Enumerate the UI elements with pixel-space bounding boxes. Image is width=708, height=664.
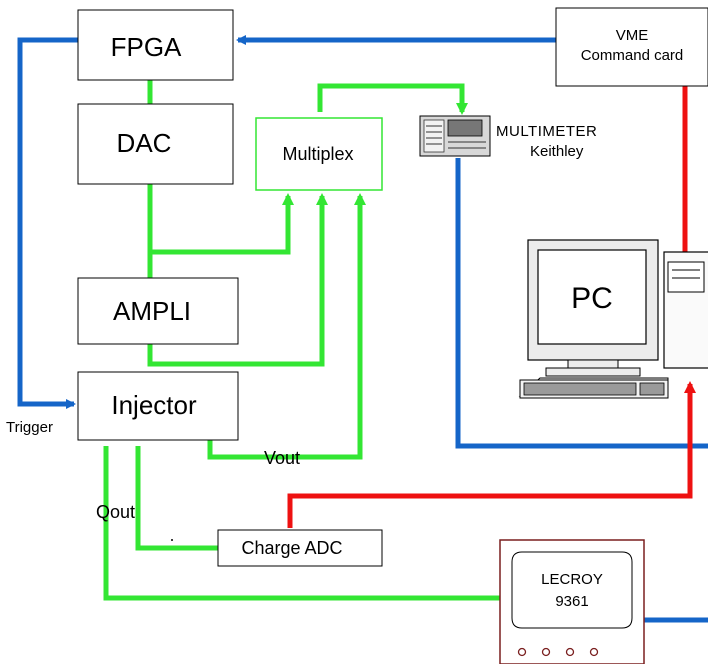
dac-block: DAC — [77, 103, 234, 185]
wire-ampli-to-multiplex — [147, 193, 328, 367]
lecroy-model-label: 9361 — [555, 593, 588, 610]
fpga-label: FPGA — [111, 32, 182, 62]
charge-adc-block: Charge ADC — [217, 529, 383, 567]
knob-icon — [565, 647, 575, 657]
wire-qout-to-adc — [135, 446, 218, 551]
lecroy-label: LECROY — [541, 571, 603, 588]
qout-label: Qout — [96, 502, 135, 522]
knob-icon — [517, 647, 527, 657]
keithley-label: Keithley — [530, 143, 584, 160]
stray-dot — [171, 539, 173, 541]
trigger-label: Trigger — [6, 419, 53, 436]
lecroy-oscilloscope — [499, 539, 645, 664]
injector-block: Injector — [77, 371, 239, 441]
knob-icon — [541, 647, 551, 657]
charge-adc-label: Charge ADC — [241, 538, 342, 558]
multimeter-label: MULTIMETER — [496, 123, 597, 140]
vme-command-card-block: VME Command card — [555, 7, 708, 87]
injector-label: Injector — [111, 390, 197, 420]
wire-multimeter-to-pc — [455, 158, 708, 449]
wire-adc-to-pc — [287, 381, 696, 528]
pc-computer — [518, 239, 708, 399]
wire-trigger — [17, 37, 78, 409]
dac-label: DAC — [117, 128, 172, 158]
wire-dac-to-multiplex — [150, 193, 294, 255]
multiplex-label: Multiplex — [282, 144, 353, 164]
multiplex-block: Multiplex — [255, 117, 383, 191]
vme-label: VME — [616, 27, 649, 44]
wire-injector-to-lecroy — [103, 446, 500, 601]
vout-label: Vout — [264, 448, 300, 468]
wire-vout-to-multiplex — [207, 193, 366, 460]
pc-label: PC — [571, 282, 613, 315]
multimeter-device — [419, 115, 491, 157]
ampli-block: AMPLI — [77, 277, 239, 345]
wire-multiplex-to-multimeter — [317, 83, 468, 115]
fpga-block: FPGA — [77, 9, 234, 81]
command-card-label: Command card — [581, 47, 684, 64]
ampli-label: AMPLI — [113, 296, 191, 326]
knob-icon — [589, 647, 599, 657]
